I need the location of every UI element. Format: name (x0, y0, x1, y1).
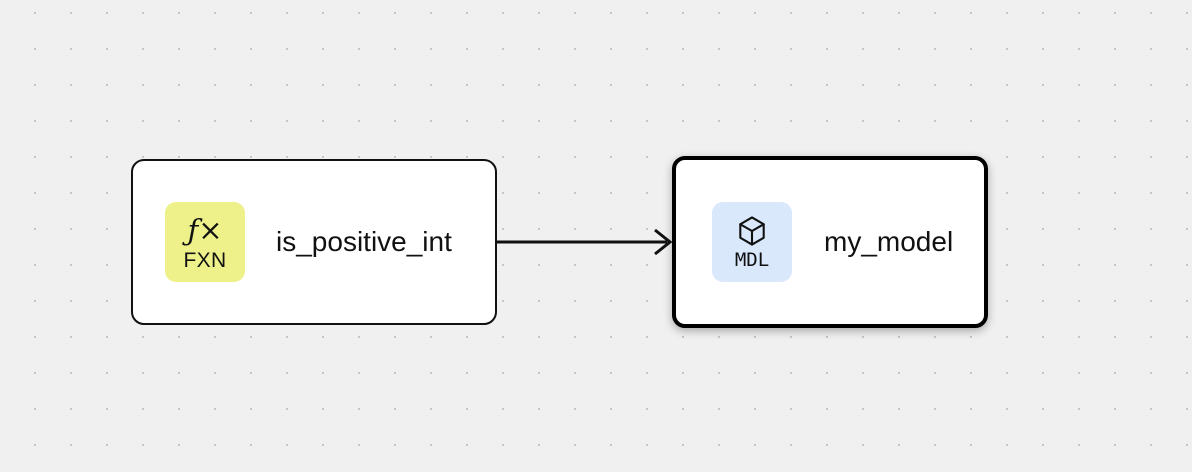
fx-icon: ƒ× (187, 212, 223, 247)
cube-icon (737, 214, 767, 248)
node-type-label: MDL (734, 249, 770, 271)
node-is-positive-int[interactable]: ƒ× FXN is_positive_int (131, 159, 497, 325)
node-title: my_model (824, 226, 954, 257)
node-type-badge-fxn: ƒ× FXN (165, 202, 245, 282)
node-title: is_positive_int (276, 226, 452, 257)
edge-arrowhead-icon (654, 228, 673, 256)
edge-fxn-to-mdl[interactable] (497, 228, 673, 256)
node-type-label: FXN (183, 249, 227, 272)
node-my-model[interactable]: MDL my_model (672, 156, 988, 328)
node-type-badge-mdl: MDL (712, 202, 792, 282)
